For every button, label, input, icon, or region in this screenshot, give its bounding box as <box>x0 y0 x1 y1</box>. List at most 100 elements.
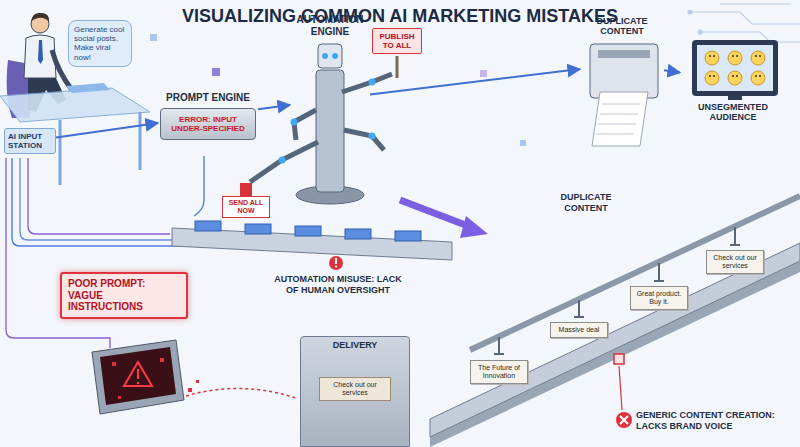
audience-screen <box>755 75 757 77</box>
connector-arrow <box>370 69 580 95</box>
node-text: Check out our services <box>710 254 760 270</box>
robot-arm <box>279 157 286 164</box>
printer <box>602 104 640 105</box>
robot-arm <box>316 70 344 192</box>
robot-arm <box>294 110 316 140</box>
node-text: SEND ALL NOW <box>225 199 267 215</box>
audience-screen <box>705 71 719 85</box>
output-conveyor <box>494 227 740 354</box>
audience-screen <box>728 96 742 100</box>
output-conveyor <box>430 196 800 447</box>
callout-label: DUPLICATE CONTENT <box>546 192 626 214</box>
robot-arm <box>369 79 376 86</box>
robot-arm <box>322 53 328 59</box>
generic-callout-marker <box>619 366 622 410</box>
callout-label: GENERIC CONTENT CREATION: LACKS BRAND VO… <box>636 410 792 432</box>
floating-cubes <box>150 34 157 41</box>
printer <box>590 44 658 146</box>
conveyor-belt <box>395 231 421 241</box>
output-conveyor <box>430 261 800 447</box>
data-wires <box>6 158 110 348</box>
person-figure <box>31 13 49 22</box>
node-text: PROMPT ENGINE <box>160 92 256 104</box>
warning-icon <box>335 265 337 267</box>
input-desk <box>66 83 110 93</box>
audience-screen <box>736 55 738 57</box>
data-wires <box>6 156 204 348</box>
audience-screen <box>692 40 778 100</box>
input-desk <box>0 88 150 122</box>
error-screen <box>137 382 140 385</box>
audience-screen <box>713 55 715 57</box>
audience-monitor: UNSEGMENTED AUDIENCE <box>680 36 786 125</box>
node-text: POOR PROMPT: VAGUE INSTRUCTIONS <box>68 278 180 313</box>
audience-screen <box>728 71 742 85</box>
robot-arm <box>291 119 298 126</box>
flow-arrow <box>400 200 488 238</box>
error-screen <box>188 388 192 392</box>
audience-screen <box>713 75 715 77</box>
node-text: Check out our services <box>323 381 387 397</box>
error-screen <box>186 388 296 398</box>
callout-label: AUTOMATION MISUSE: LACK OF HUMAN OVERSIG… <box>268 274 408 296</box>
output-conveyor <box>654 263 664 281</box>
error-screen <box>137 369 139 379</box>
circuit-decoration <box>690 12 800 24</box>
content-box: Check out our services <box>706 250 764 274</box>
conveyor-belt <box>295 226 321 236</box>
circuit-decoration <box>720 3 790 4</box>
robot-arm <box>318 44 342 68</box>
floating-cubes <box>520 140 526 146</box>
printer <box>598 124 636 125</box>
audience-screen <box>759 75 761 77</box>
conveyor-belt <box>345 229 371 239</box>
node-text: AI INPUT STATION <box>8 132 52 150</box>
audience-screen <box>692 40 778 96</box>
publish-sign: PUBLISH TO ALL <box>372 28 422 54</box>
robot-arm <box>240 183 252 196</box>
robot-arm <box>344 130 384 150</box>
audience-screen <box>732 55 734 57</box>
audience-screen <box>705 51 765 85</box>
generic-callout-marker <box>620 416 628 424</box>
error-screen <box>118 396 121 399</box>
generic-callout-marker <box>614 354 624 364</box>
audience-screen <box>759 55 761 57</box>
robot-arm <box>250 142 318 182</box>
audience-screen <box>751 51 765 65</box>
conveyor-belt <box>195 221 221 231</box>
audience-screen <box>755 55 757 57</box>
warning-icon <box>329 256 343 270</box>
robot-arm <box>369 133 376 140</box>
audience-screen <box>736 75 738 77</box>
printer <box>598 50 650 58</box>
connector-arrow <box>664 70 680 72</box>
audience-screen <box>728 51 742 65</box>
floating-cubes <box>212 68 220 76</box>
node-text: Massive deal <box>554 326 604 334</box>
output-conveyor <box>730 227 740 245</box>
output-conveyor <box>494 337 504 354</box>
robot-arm <box>332 53 338 59</box>
node-text: Generate cool social posts. Make viral n… <box>74 25 126 62</box>
node-text: PUBLISH TO ALL <box>375 32 419 50</box>
data-wires <box>28 158 170 234</box>
circuit-decoration <box>698 30 702 34</box>
robot-arm <box>342 74 392 92</box>
data-wires <box>194 156 204 216</box>
error-screen <box>100 347 176 405</box>
robot-arm <box>240 44 397 204</box>
printer-unit: DUPLICATE CONTENT <box>580 14 664 114</box>
error-screen <box>160 358 164 362</box>
robot-arm <box>396 56 399 78</box>
circuit-decoration <box>688 4 800 42</box>
audience-screen <box>705 51 719 65</box>
printer <box>596 134 634 135</box>
warning-icon <box>329 256 343 270</box>
person-figure <box>24 35 56 78</box>
generic-callout-marker <box>614 354 632 428</box>
automation-robot: AUTOMATION ENGINE <box>290 12 370 187</box>
delivery-chute: DELIVERYCheck out our services <box>300 336 410 447</box>
node-text: UNSEGMENTED AUDIENCE <box>682 102 784 123</box>
